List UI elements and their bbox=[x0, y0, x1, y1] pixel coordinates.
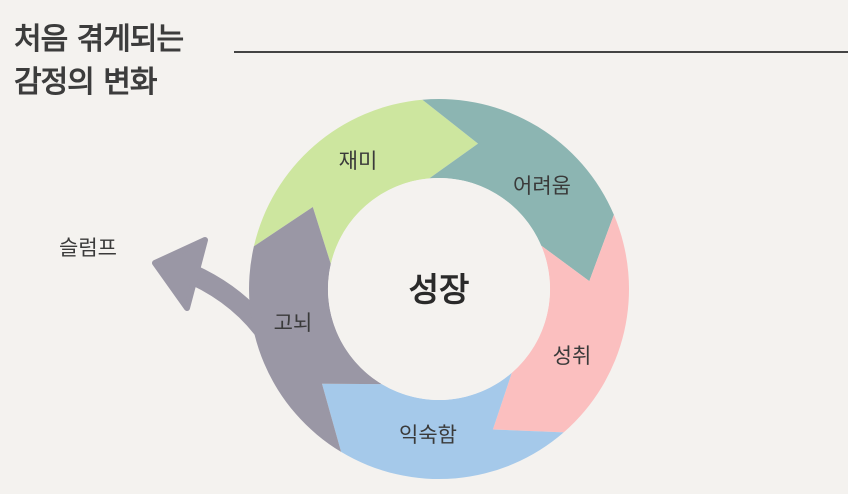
stage-label-fun: 재미 bbox=[339, 149, 378, 173]
cycle-ring bbox=[249, 98, 630, 480]
stage-segment-agony bbox=[249, 207, 382, 452]
slump-label: 슬럼프 bbox=[59, 236, 117, 260]
title-divider bbox=[234, 51, 848, 53]
title-line-1: 처음 겪게되는 bbox=[14, 22, 184, 57]
stage-label-agony: 고뇌 bbox=[274, 311, 313, 335]
stage-label-difficulty: 어려움 bbox=[513, 174, 571, 198]
stage-segment-fun bbox=[253, 99, 478, 264]
page-title: 처음 겪게되는 감정의 변화 bbox=[14, 18, 184, 104]
stage-segment-familiarity bbox=[322, 372, 564, 480]
title-line-2: 감정의 변화 bbox=[14, 65, 157, 100]
slump-exit-arrow bbox=[152, 237, 272, 338]
stage-label-familiarity: 익숙함 bbox=[399, 423, 457, 447]
center-hole bbox=[328, 178, 550, 400]
center-label-growth: 성장 bbox=[409, 270, 470, 309]
stage-label-achievement: 성취 bbox=[553, 344, 592, 368]
stage-segment-difficulty bbox=[422, 98, 614, 282]
stage-segment-achievement bbox=[492, 214, 630, 433]
